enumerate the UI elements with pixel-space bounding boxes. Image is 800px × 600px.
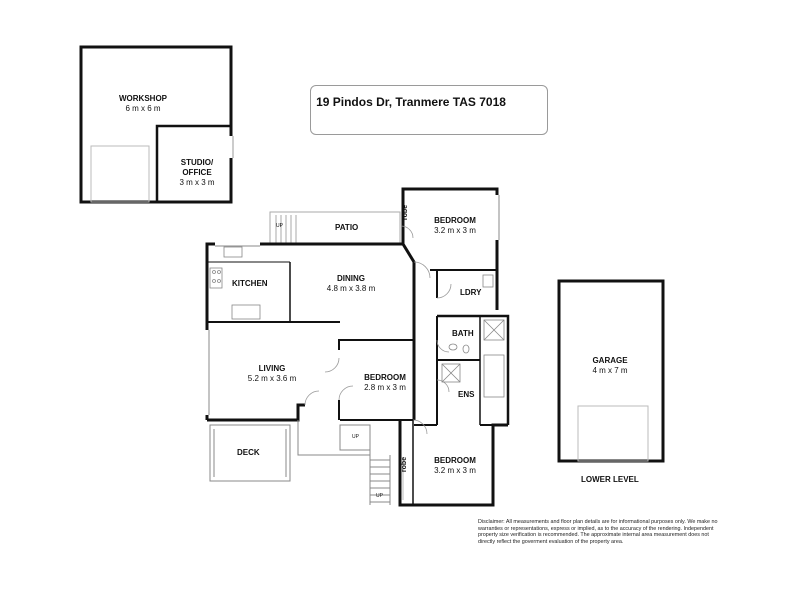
workshop-walls: [79, 45, 234, 204]
address-text: 19 Pindos Dr, Tranmere TAS 7018: [316, 95, 506, 109]
living-size: 5.2 m x 3.6 m: [247, 374, 297, 383]
up-label-patio: UP: [276, 223, 283, 229]
room-bedroom-top: BEDROOM 3.2 m x 3 m: [425, 216, 485, 236]
bedroom-bottom-name: BEDROOM: [434, 456, 476, 465]
studio-name: STUDIO/: [180, 158, 214, 167]
studio-size: 3 m x 3 m: [179, 178, 215, 187]
house-walls: [205, 187, 510, 507]
deck-outline: [209, 420, 391, 505]
room-studio: STUDIO/ OFFICE 3 m x 3 m: [170, 158, 224, 188]
deck-label: DECK: [237, 448, 260, 457]
bedroom-top-name: BEDROOM: [434, 216, 476, 225]
robe-label-top: robe: [402, 204, 410, 221]
bedroom-top-size: 3.2 m x 3 m: [434, 226, 476, 235]
dining-name: DINING: [337, 274, 365, 283]
workshop-name: WORKSHOP: [119, 94, 167, 103]
garage-name: GARAGE: [592, 356, 628, 365]
workshop-size: 6 m x 6 m: [125, 104, 161, 113]
studio-name-2: OFFICE: [182, 168, 212, 177]
patio-label: PATIO: [335, 223, 359, 232]
bath-fixtures: [441, 274, 505, 398]
robe-label-bottom: robe: [401, 456, 409, 473]
up-label-deck: UP: [352, 434, 359, 440]
kitchen-fixtures: [209, 246, 261, 320]
room-bedroom-mid: BEDROOM 2.8 m x 3 m: [356, 373, 414, 393]
bath-label: BATH: [452, 329, 474, 338]
bedroom-mid-name: BEDROOM: [364, 373, 406, 382]
level-label: LOWER LEVEL: [581, 475, 639, 484]
up-label-stairs: UP: [376, 493, 383, 499]
address-box: 19 Pindos Dr, Tranmere TAS 7018: [310, 85, 548, 135]
room-dining: DINING 4.8 m x 3.8 m: [316, 274, 386, 294]
disclaimer-text: Disclaimer: All measurements and floor p…: [478, 519, 718, 545]
window-marks: [205, 195, 500, 500]
door-swings: [304, 225, 452, 435]
dining-size: 4.8 m x 3.8 m: [326, 284, 376, 293]
living-name: LIVING: [258, 364, 286, 373]
garage-walls: [557, 279, 665, 463]
laundry-label: LDRY: [460, 288, 482, 297]
bedroom-bottom-size: 3.2 m x 3 m: [434, 466, 476, 475]
room-garage: GARAGE 4 m x 7 m: [580, 356, 640, 376]
garage-size: 4 m x 7 m: [592, 366, 628, 375]
room-living: LIVING 5.2 m x 3.6 m: [240, 364, 304, 384]
bedroom-mid-size: 2.8 m x 3 m: [364, 383, 406, 392]
room-workshop: WORKSHOP 6 m x 6 m: [110, 94, 176, 114]
kitchen-label: KITCHEN: [232, 279, 268, 288]
room-bedroom-bottom: BEDROOM 3.2 m x 3 m: [425, 456, 485, 476]
ensuite-label: ENS: [458, 390, 475, 399]
